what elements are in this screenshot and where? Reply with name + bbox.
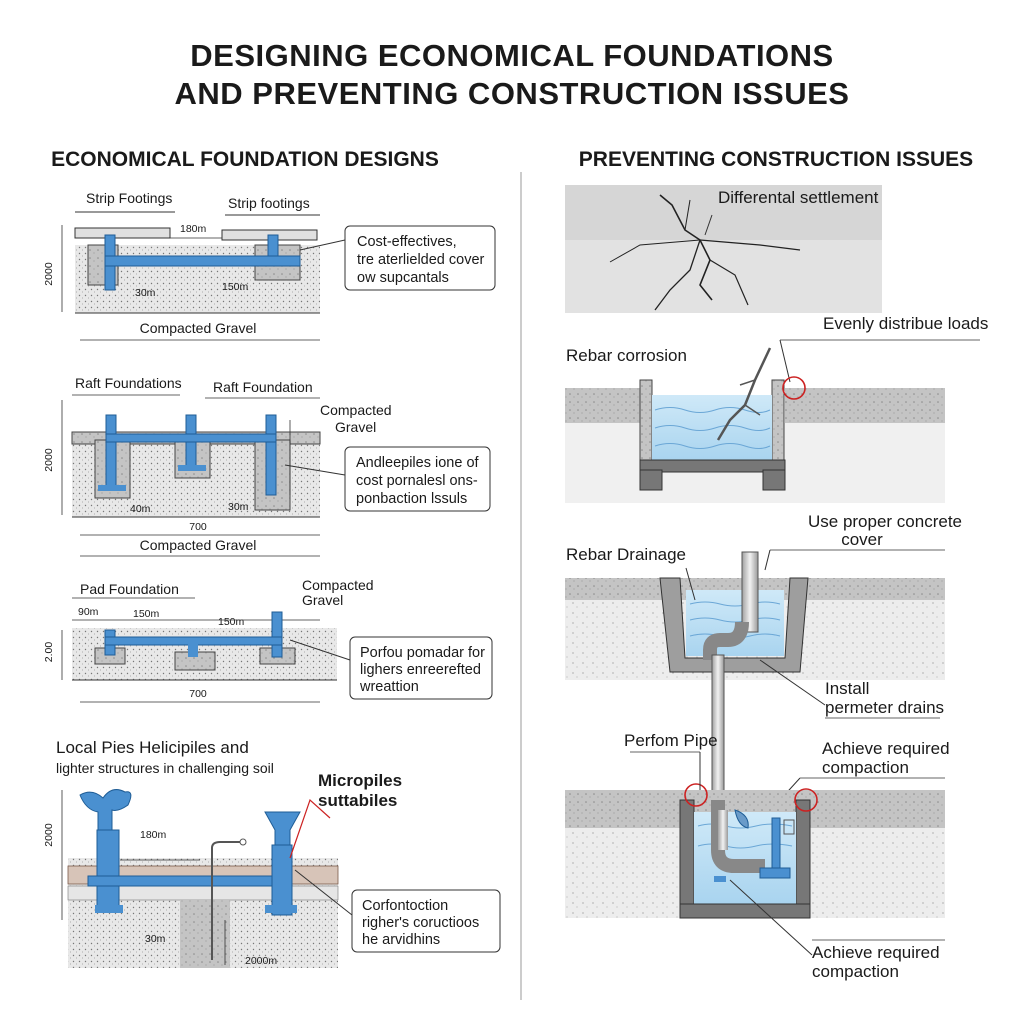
- pile-note-line-2: righer's coructioos: [362, 915, 479, 931]
- raft-gravel-label-2: Gravel: [335, 419, 376, 435]
- raft-gravel-label-1: Compacted: [320, 402, 392, 418]
- strip-footings-diagram: Strip Footings Strip footings 180m 2000 …: [43, 190, 496, 341]
- micropile-label-1: Micropiles: [318, 771, 402, 790]
- pad-dim-total: 700: [189, 688, 207, 700]
- corrosion-label: Rebar corrosion: [566, 346, 687, 365]
- pad-gravel-label-1: Compacted: [302, 577, 374, 593]
- strip-dim-a: 30m: [135, 287, 156, 299]
- pile-label-a: Local Pies Helicipiles and: [56, 738, 249, 757]
- pile-note-line-1: Corfontoction: [362, 898, 448, 914]
- strip-note-line-3: ow supcantals: [357, 270, 449, 286]
- compaction-note-line-1: Achieve required: [822, 739, 950, 758]
- strip-label-a: Strip Footings: [86, 190, 172, 206]
- pad-dim-side: 2.00: [43, 642, 55, 663]
- pad-dim-c: 150m: [218, 616, 245, 628]
- raft-note-line-3: ponbaction lssuls: [356, 491, 467, 507]
- pad-dim-a: 90m: [78, 606, 99, 618]
- strip-note-line-1: Cost-effectives,: [357, 234, 457, 250]
- pipe-label: Perfom Pipe: [624, 731, 718, 750]
- strip-dim-top: 180m: [180, 223, 207, 235]
- helical-pile-diagram: Local Pies Helicipiles and lighter struc…: [43, 738, 501, 968]
- settlement-diagram: Differental settlement: [565, 185, 884, 313]
- pile-note-line-3: he arvidhins: [362, 932, 440, 948]
- drain-note-line-1: Install: [825, 679, 869, 698]
- rebar-corrosion-diagram: Rebar corrosion Evenly distribue loads: [565, 314, 988, 503]
- cover-note-line-2: cover: [841, 530, 883, 549]
- raft-dim-b: 30m: [228, 501, 249, 513]
- pile-label-b: lighter structures in challenging soil: [56, 760, 274, 776]
- raft-dim-a: 40m: [130, 503, 151, 515]
- pad-note-line-3: wreattion: [359, 679, 419, 695]
- pad-label: Pad Foundation: [80, 581, 179, 597]
- strip-label-b: Strip footings: [228, 195, 310, 211]
- micropile-label-2: suttabiles: [318, 791, 397, 810]
- right-heading: PREVENTING CONSTRUCTION ISSUES: [579, 148, 973, 171]
- strip-base-label: Compacted Gravel: [140, 320, 257, 336]
- strip-dim-side: 2000: [43, 262, 55, 286]
- raft-note-line-1: Andleepiles ione of: [356, 455, 480, 471]
- bottom-note-line-1: Achieve required: [812, 943, 940, 962]
- drain-note-line-2: permeter drains: [825, 698, 944, 717]
- pile-dim-c: 2000m: [245, 955, 277, 967]
- strip-note-box: [344, 225, 496, 291]
- pad-note-line-2: lighers enreerefted: [360, 662, 481, 678]
- left-heading: ECONOMICAL FOUNDATION DESIGNS: [51, 148, 439, 171]
- settlement-label: Differental settlement: [718, 188, 879, 207]
- raft-base-label: Compacted Gravel: [140, 537, 257, 553]
- raft-note-box: [344, 446, 491, 512]
- raft-note-line-2: cost pornalesl ons-: [356, 473, 478, 489]
- raft-foundation-diagram: Raft Foundations Raft Foundation Compact…: [43, 375, 491, 557]
- corrosion-note: Evenly distribue loads: [823, 314, 988, 333]
- drainage-label: Rebar Drainage: [566, 545, 686, 564]
- compaction-note-line-2: compaction: [822, 758, 909, 777]
- pad-gravel-label-2: Gravel: [302, 592, 343, 608]
- pile-note-box: [351, 889, 501, 953]
- rebar-drainage-diagram: Rebar Drainage Use proper concrete cover…: [565, 512, 962, 981]
- bottom-note-line-2: compaction: [812, 962, 899, 981]
- raft-dim-side: 2000: [43, 448, 55, 472]
- cover-note-line-1: Use proper concrete: [808, 512, 962, 531]
- raft-dim-total: 700: [189, 521, 207, 533]
- pile-dim-b: 30m: [145, 933, 166, 945]
- pile-dim-a: 180m: [140, 829, 167, 841]
- title-line-2: AND PREVENTING CONSTRUCTION ISSUES: [175, 76, 850, 111]
- pad-dim-b: 150m: [133, 608, 160, 620]
- raft-label-b: Raft Foundation: [213, 379, 313, 395]
- pad-note-line-1: Porfou pomadar for: [360, 645, 485, 661]
- raft-label-a: Raft Foundations: [75, 375, 182, 391]
- pad-note-box: [349, 636, 493, 700]
- pad-foundation-diagram: Pad Foundation Compacted Gravel 90m 150m…: [43, 577, 493, 703]
- title-line-1: DESIGNING ECONOMICAL FOUNDATIONS: [190, 38, 833, 73]
- pile-dim-side: 2000: [43, 823, 55, 847]
- strip-dim-b: 150m: [222, 281, 249, 293]
- strip-note-line-2: tre aterlielded cover: [357, 252, 485, 268]
